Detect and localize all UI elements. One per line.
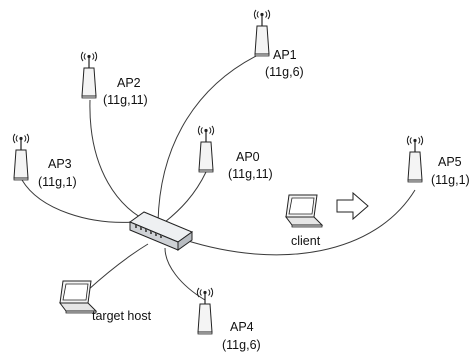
ap4-config: (11g,6) <box>222 338 261 352</box>
wireless-access-point-icon <box>12 133 30 181</box>
access-point-ap4: AP4 (11g,6) <box>196 287 261 352</box>
link-ap5-switch <box>184 189 416 256</box>
laptop-icon <box>285 194 323 228</box>
network-switch-icon <box>128 211 194 251</box>
ap1-config: (11g,6) <box>265 65 304 79</box>
link-ap0-switch <box>164 171 207 223</box>
access-point-ap0: AP0 (11g,11) <box>197 125 273 181</box>
wireless-access-point-icon <box>80 51 98 99</box>
wireless-access-point-icon <box>406 135 424 183</box>
ap1-name: AP1 <box>273 48 297 62</box>
ap3-name: AP3 <box>48 157 72 171</box>
access-point-ap2: AP2 (11g,11) <box>80 51 148 107</box>
wireless-access-point-icon <box>253 9 271 57</box>
network-links <box>21 55 416 301</box>
right-arrow-icon <box>336 191 369 221</box>
ap0-name: AP0 <box>236 150 260 164</box>
ap2-name: AP2 <box>117 76 141 90</box>
ap5-name: AP5 <box>438 155 462 169</box>
ap4-name: AP4 <box>230 320 254 334</box>
ap0-config: (11g,11) <box>228 167 273 181</box>
laptop-icon <box>59 280 97 314</box>
link-ap4-switch <box>164 247 206 301</box>
link-ap2-switch <box>89 99 151 223</box>
client-device: client <box>285 194 323 248</box>
link-ap1-switch <box>157 55 257 223</box>
access-point-ap3: AP3 (11g,1) <box>12 133 77 189</box>
target-host-label: target host <box>92 309 152 323</box>
access-point-ap1: AP1 (11g,6) <box>253 9 304 79</box>
ap3-config: (11g,1) <box>38 175 77 189</box>
access-point-ap5: AP5 (11g,1) <box>406 135 470 187</box>
link-ap3-switch <box>21 179 136 223</box>
wireless-access-point-icon <box>197 125 215 173</box>
ap5-config: (11g,1) <box>431 173 470 187</box>
wireless-access-point-icon <box>196 287 214 335</box>
link-target-host-switch <box>87 243 149 291</box>
target-host-device: target host <box>59 280 152 323</box>
ap2-config: (11g,11) <box>103 93 148 107</box>
client-label: client <box>291 234 321 248</box>
